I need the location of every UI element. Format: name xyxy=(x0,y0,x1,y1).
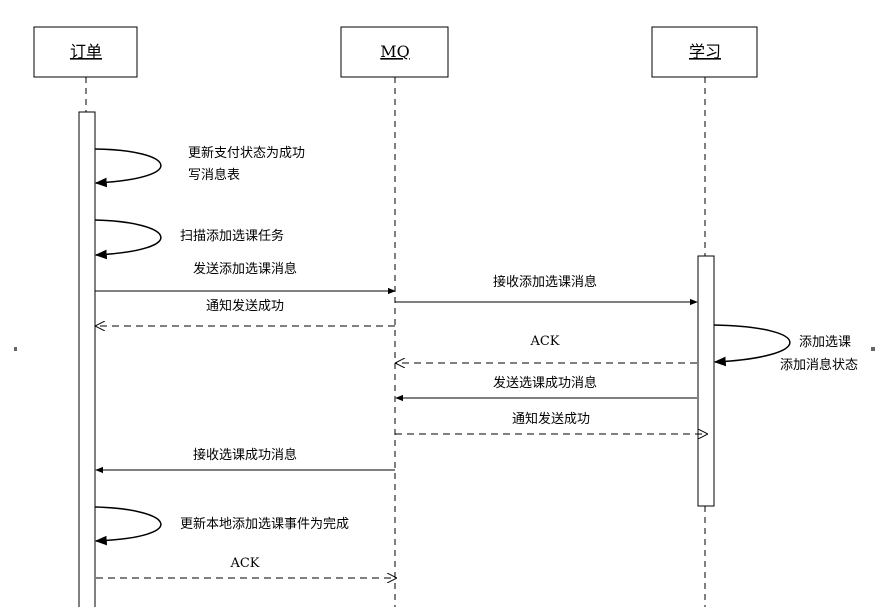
message-10-label: 接收选课成功消息 xyxy=(193,447,297,463)
actor-order: 订单 xyxy=(33,26,138,78)
message-1-line1: 更新支付状态为成功 xyxy=(188,145,305,161)
message-11-label: 更新本地添加选课事件为完成 xyxy=(180,516,349,532)
message-1-line2: 写消息表 xyxy=(188,167,240,183)
message-7-line2: 添加消息状态 xyxy=(780,357,858,373)
edge-mark-left xyxy=(14,347,17,351)
activation-order xyxy=(78,111,96,607)
actor-study: 学习 xyxy=(651,26,758,78)
self-message-2 xyxy=(94,219,162,260)
self-message-11 xyxy=(94,506,162,546)
message-9-label: 通知发送成功 xyxy=(512,411,590,427)
actor-mq: MQ xyxy=(340,26,449,78)
message-3-label: 发送添加选课消息 xyxy=(193,261,297,277)
message-8-label: 发送选课成功消息 xyxy=(493,375,597,391)
self-message-1 xyxy=(94,148,162,188)
self-message-study xyxy=(713,324,791,367)
message-5-label: 通知发送成功 xyxy=(206,298,284,314)
message-2-label: 扫描添加选课任务 xyxy=(180,228,284,244)
actor-mq-label: MQ xyxy=(380,42,410,61)
message-12-label: ACK xyxy=(229,556,259,571)
actor-study-label: 学习 xyxy=(689,42,721,61)
activation-study xyxy=(697,255,715,507)
message-4-label: 接收添加选课消息 xyxy=(493,274,597,290)
message-7-line1: 添加选课 xyxy=(799,335,851,350)
actor-order-label: 订单 xyxy=(70,42,102,61)
message-6-label: ACK xyxy=(529,334,559,349)
edge-mark-right xyxy=(871,347,875,351)
